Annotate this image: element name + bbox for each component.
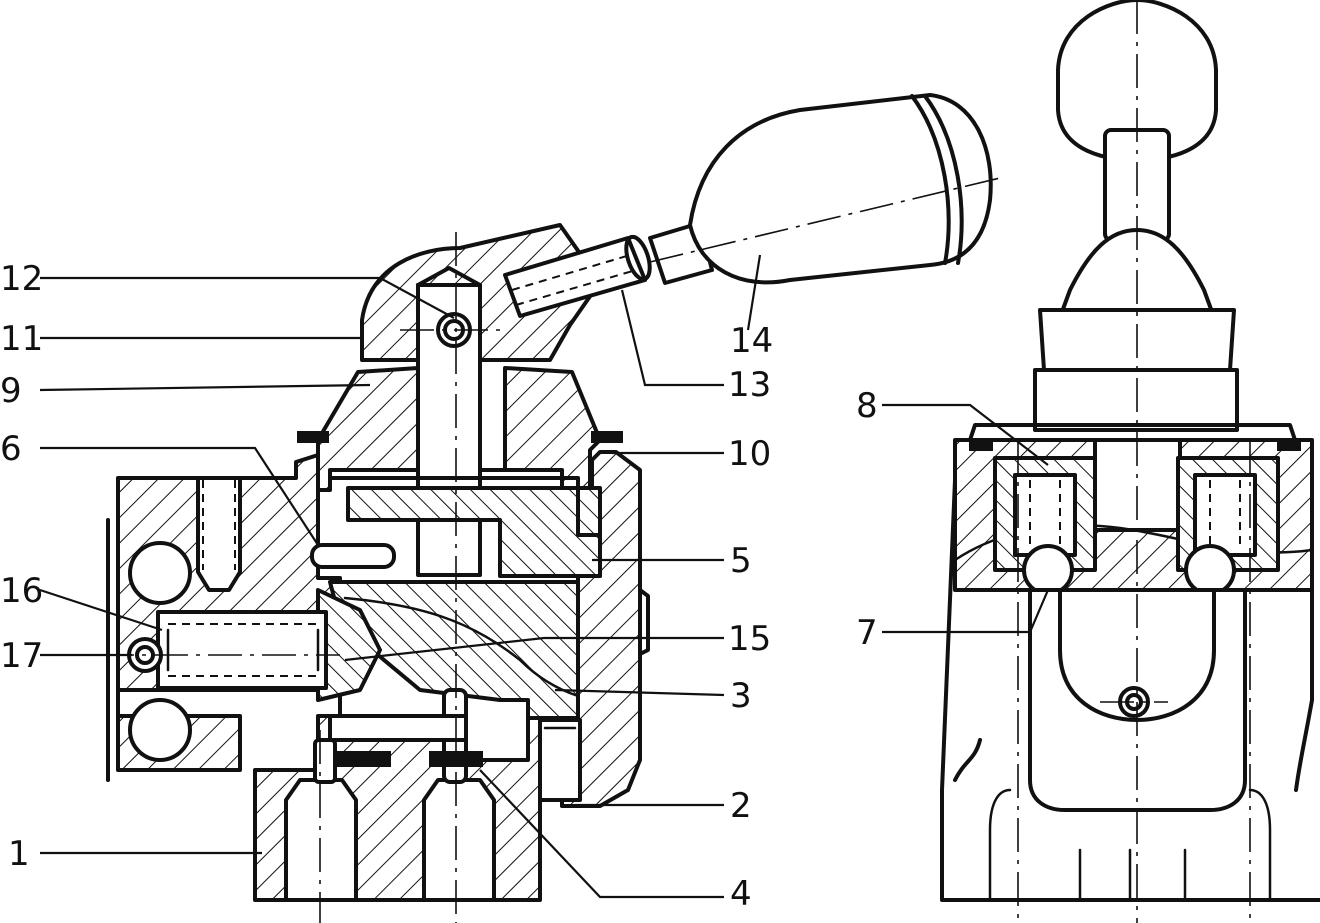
threaded-hole [196, 476, 242, 592]
callout-15: 15 [728, 619, 771, 659]
screw-2 [538, 718, 582, 802]
callout-11: 11 [0, 319, 43, 359]
callout-13: 13 [728, 365, 771, 405]
callout-6: 6 [0, 429, 22, 469]
callout-labels: 12 11 9 6 16 17 1 13 14 10 5 15 3 2 4 8 … [0, 259, 878, 914]
seal-left [337, 751, 391, 767]
shaft-tip [416, 266, 482, 287]
seal-right [429, 751, 483, 767]
lower-valve-left [284, 778, 358, 902]
piston [346, 486, 602, 578]
callout-4: 4 [730, 874, 752, 914]
leader-lines [39, 254, 1050, 899]
callout-16: 16 [0, 571, 43, 611]
callout-12: 12 [0, 259, 43, 299]
section-view [100, 223, 652, 923]
callout-3: 3 [730, 676, 752, 716]
pin-6 [310, 543, 396, 569]
callout-14: 14 [730, 321, 773, 361]
callout-9: 9 [0, 371, 22, 411]
seal-10-left [297, 431, 329, 443]
callout-2: 2 [730, 786, 752, 826]
handle-knob [648, 93, 1001, 285]
callout-1: 1 [8, 834, 30, 874]
callout-10: 10 [728, 434, 771, 474]
lower-valve-right [422, 778, 496, 902]
ball-right [1184, 544, 1236, 596]
bore-lower [128, 698, 192, 762]
seal-10-right [591, 431, 623, 443]
bore-upper [128, 541, 192, 605]
callout-8: 8 [856, 386, 878, 426]
callout-5: 5 [730, 541, 752, 581]
callout-17: 17 [0, 636, 43, 676]
side-view [940, 0, 1320, 923]
ball-left [1022, 544, 1074, 596]
callout-7: 7 [856, 613, 878, 653]
right-flange [638, 588, 650, 656]
